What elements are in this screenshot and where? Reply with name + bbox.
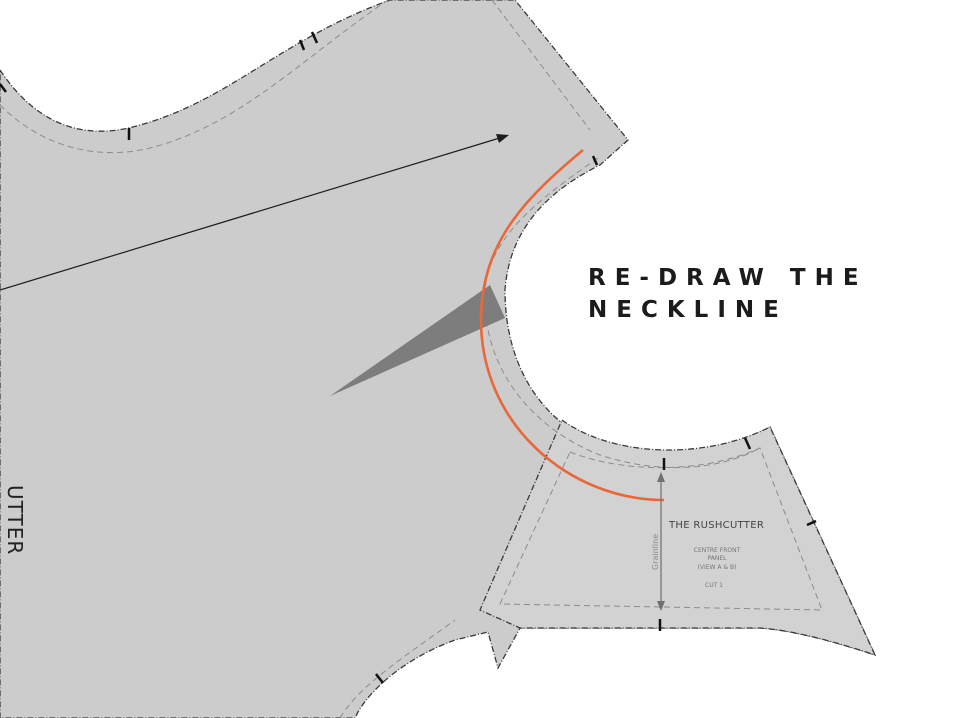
notch-marks [0, 31, 817, 684]
notch [0, 83, 7, 93]
notch [310, 31, 319, 44]
pattern-piece-name-2: PANEL [708, 555, 728, 562]
grainline-arrow-bottom [657, 601, 665, 611]
instruction-heading-line2: NECKLINE [588, 297, 788, 323]
notch [298, 39, 306, 51]
side-pattern-label: UTTER [3, 485, 27, 555]
seam-line-lower [339, 619, 456, 718]
grainline-label: Grainline [651, 534, 660, 570]
notch [375, 673, 384, 684]
instruction-heading: RE-DRAW THE NECKLINE [588, 262, 918, 326]
notch [743, 437, 752, 450]
grain-arrow-line [0, 136, 504, 291]
grainline-arrow-top [657, 472, 665, 482]
notch [591, 155, 599, 166]
seam-line-panel [499, 447, 823, 611]
seam-line-upper [0, 0, 389, 154]
notch [806, 519, 817, 527]
dart [330, 285, 505, 396]
pattern-title: THE RUSHCUTTER [668, 520, 764, 531]
instruction-heading-line1: RE-DRAW THE [588, 265, 868, 291]
redrawn-neckline [479, 149, 665, 502]
grain-arrow-head [496, 134, 509, 143]
seam-line-neck [484, 157, 761, 469]
pattern-cut-instruction: CUT 1 [705, 582, 723, 589]
seam-line-shoulder [491, 0, 591, 131]
pattern-piece-view: (VIEW A & B) [698, 564, 737, 571]
pattern-piece-name-1: CENTRE FRONT [694, 547, 741, 554]
